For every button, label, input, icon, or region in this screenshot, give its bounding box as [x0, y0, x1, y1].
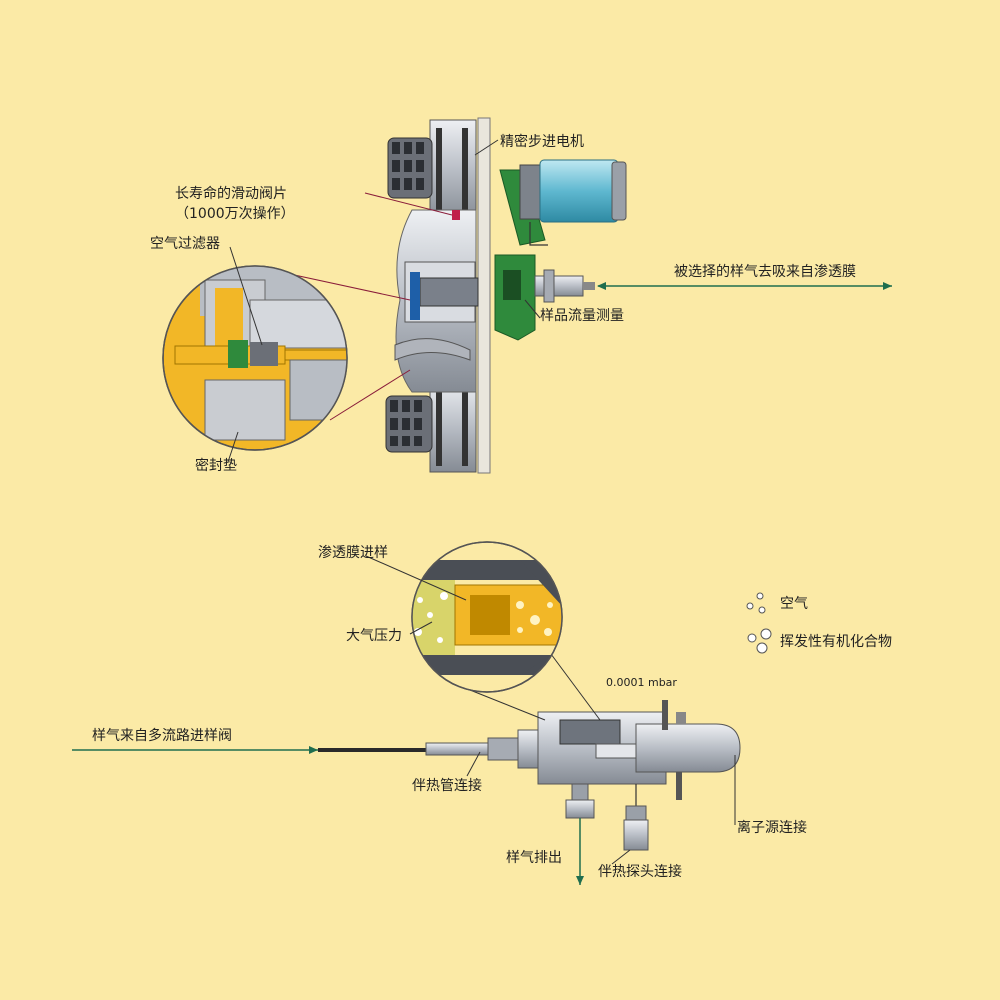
lower-gear [385, 379, 477, 473]
upper-gear [387, 119, 477, 221]
top-valve-assembly [385, 117, 627, 474]
label-ion-source: 离子源连接 [737, 819, 807, 836]
inlet-capillary [318, 748, 426, 752]
bottom-magnifier [411, 541, 601, 721]
legend-voc-symbol [747, 628, 772, 654]
label-sample-exhaust: 样气排出 [506, 850, 562, 866]
label-vacuum: 0.0001 mbar [606, 676, 677, 689]
label-atm-pressure: 大气压力 [346, 628, 402, 644]
stepper-motor [519, 159, 627, 223]
leader-valve [364, 192, 453, 216]
mounting-plate [477, 117, 491, 474]
label-air-filter: 空气过滤器 [150, 236, 220, 252]
legend-air-label: 空气 [780, 596, 808, 612]
label-valve-line1: 长寿命的滑动阀片 [175, 185, 287, 202]
leader-filter [229, 246, 263, 346]
leader-seal [227, 431, 239, 463]
top-magnifier [162, 265, 411, 451]
bottom-ion-source [318, 700, 741, 851]
label-membrane-inlet: 渗透膜进样 [318, 545, 388, 561]
flow-sensor-fitting [534, 275, 584, 297]
label-valve-line2: （1000万次操作） [175, 206, 295, 222]
label-sample-from-valve: 样气来自多流路进样阀 [92, 727, 232, 744]
legend-air-symbol [746, 592, 766, 614]
label-seal: 密封垫 [195, 457, 237, 474]
label-heater-probe: 伴热探头连接 [598, 863, 682, 880]
label-sample-to-membrane: 被选择的样气去吸来自渗透膜 [674, 264, 856, 280]
label-heated-connector: 伴热管连接 [412, 777, 482, 794]
legend-voc-label: 挥发性有机化合物 [780, 634, 892, 650]
leader-membrane [365, 555, 467, 601]
label-flow-measure: 样品流量测量 [540, 308, 624, 324]
label-stepper-motor: 精密步进电机 [500, 133, 584, 150]
